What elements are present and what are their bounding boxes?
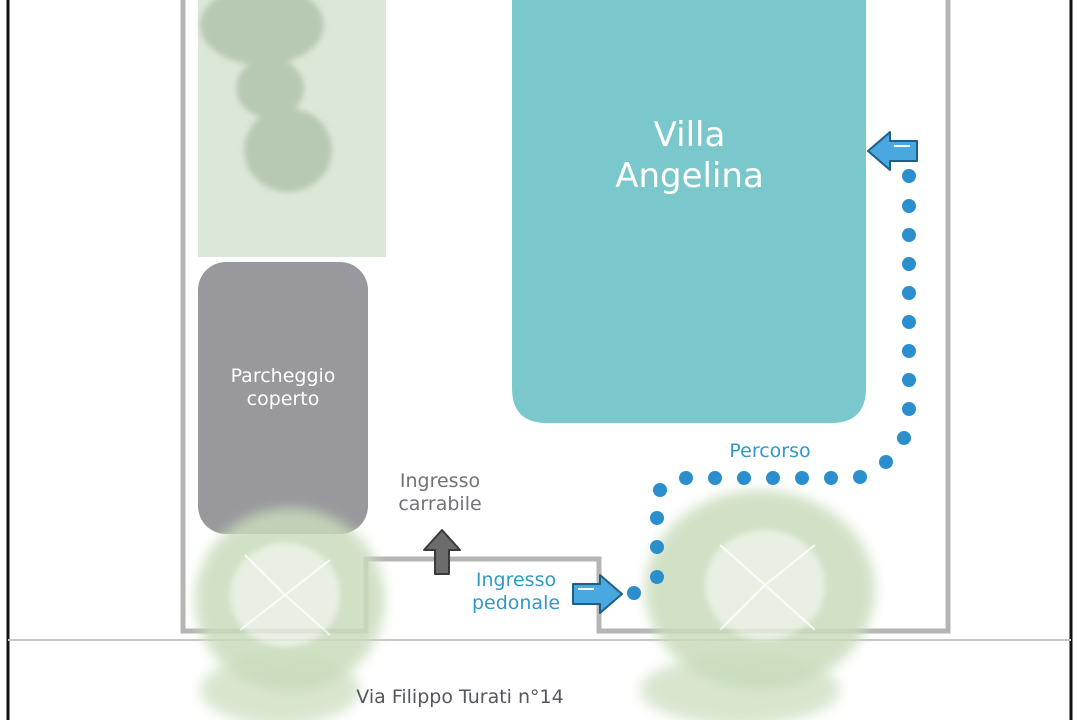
path-label: Percorso xyxy=(729,440,811,462)
tree-right xyxy=(645,490,875,690)
arrow-up-icon xyxy=(423,529,461,575)
vehicle-entrance-label: Ingresso carrabile xyxy=(398,470,482,515)
parking-label: Parcheggio coperto xyxy=(230,365,336,410)
hedge-trees xyxy=(200,0,332,192)
arrow-right-icon xyxy=(572,574,623,614)
pedestrian-entrance-label: Ingresso pedonale xyxy=(471,569,561,614)
covered-parking xyxy=(198,262,368,534)
villa-building xyxy=(512,0,866,423)
tree-left xyxy=(195,508,385,692)
pedestrian-path-dots xyxy=(627,169,916,600)
tree-bottom-right xyxy=(640,655,840,720)
arrow-left-icon xyxy=(867,131,918,171)
villa-label: Villa Angelina xyxy=(615,115,764,196)
street-label: Via Filippo Turati n°14 xyxy=(356,686,564,708)
tree-bottom-left xyxy=(200,655,360,720)
